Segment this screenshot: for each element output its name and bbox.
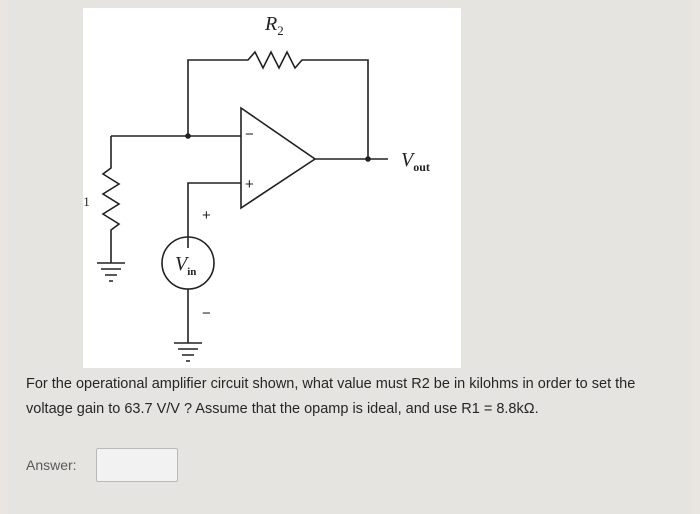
question-page: R2 R1 Vout Vin − + + − For the operation… [8,0,692,514]
noninverting-input-wire [187,182,241,248]
source-minus-label: − [202,305,211,322]
ground-source [174,342,202,362]
opamp-circuit-diagram: R2 R1 Vout Vin − + + − [83,8,461,368]
vout-label: Vout [401,149,430,174]
opamp-triangle [240,106,317,210]
r1-resistor [101,135,188,263]
circuit-svg: R2 R1 Vout Vin − + + − [83,13,430,362]
ground-r1 [97,262,125,282]
opamp-plus-label: + [245,176,254,193]
opamp-minus-label: − [245,126,254,143]
source-plus-label: + [202,207,211,224]
question-text: For the operational amplifier circuit sh… [26,376,636,417]
junction-dot-left [185,133,191,139]
r2-label: R2 [264,13,284,38]
answer-input[interactable] [96,448,178,482]
junction-dot-output [365,156,371,162]
r1-label: R1 [83,184,90,209]
feedback-wire [187,50,369,159]
answer-label: Answer: [26,457,77,473]
vin-label: Vin [175,253,196,278]
